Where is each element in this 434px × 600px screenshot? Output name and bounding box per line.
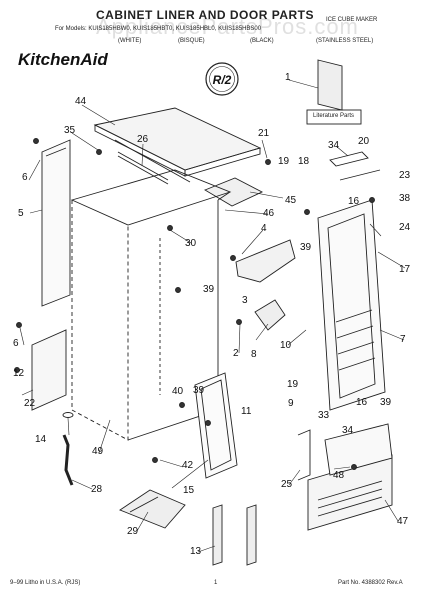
callout-6a[interactable]: 6: [22, 172, 28, 183]
r2-seal: R/2: [205, 62, 239, 96]
bin-stop: [254, 299, 286, 331]
ice-deflector: [235, 239, 296, 283]
callout-8[interactable]: 8: [251, 349, 257, 360]
lower-bracket: [297, 429, 311, 481]
callout-42[interactable]: 42: [182, 460, 194, 471]
callout-19a[interactable]: 19: [278, 156, 290, 167]
callout-49[interactable]: 49: [92, 446, 104, 457]
callout-39a[interactable]: 39: [300, 242, 312, 253]
callout-34a[interactable]: 34: [328, 140, 340, 151]
kick-plate: [324, 423, 393, 476]
toe-grille: [307, 454, 393, 531]
callout-18[interactable]: 18: [298, 156, 310, 167]
callout-44[interactable]: 44: [75, 96, 87, 107]
callout-38[interactable]: 38: [399, 193, 411, 204]
callout-20[interactable]: 20: [358, 136, 370, 147]
footer-part-number: Part No. 4388302 Rev.A: [338, 580, 403, 586]
callout-28[interactable]: 28: [91, 484, 103, 495]
r2-seal-text: R/2: [213, 73, 232, 87]
color-white: (WHITE): [118, 38, 142, 44]
page-title: CABINET LINER AND DOOR PARTS: [96, 8, 314, 22]
top-hinge: [329, 151, 381, 181]
callout-23[interactable]: 23: [399, 170, 411, 181]
rear-panel: [31, 329, 67, 411]
callout-15[interactable]: 15: [183, 485, 195, 496]
callout-21[interactable]: 21: [258, 128, 270, 139]
leveling-legs: [212, 504, 257, 566]
door-gasket-frame: [194, 372, 238, 479]
callout-45[interactable]: 45: [285, 195, 297, 206]
callout-33[interactable]: 33: [318, 410, 330, 421]
callout-29[interactable]: 29: [127, 526, 139, 537]
literature-parts-label: Literature Parts: [313, 113, 355, 119]
callout-19b[interactable]: 19: [287, 379, 299, 390]
callout-7[interactable]: 7: [400, 334, 406, 345]
callout-5[interactable]: 5: [18, 208, 24, 219]
color-stainless: (STAINLESS STEEL): [316, 38, 374, 44]
watermark: AppliancePartsPros.com: [96, 14, 359, 39]
callout-22[interactable]: 22: [24, 398, 36, 409]
callout-40[interactable]: 40: [172, 386, 184, 397]
callout-46[interactable]: 46: [263, 208, 275, 219]
callout-34b[interactable]: 34: [342, 425, 354, 436]
callout-26[interactable]: 26: [137, 134, 149, 145]
color-bisque: (BISQUE): [178, 38, 205, 44]
callout-39d[interactable]: 39: [380, 397, 392, 408]
callout-35[interactable]: 35: [64, 125, 76, 136]
hose-clamp: [62, 412, 74, 418]
literature-card: [306, 59, 362, 125]
callout-14[interactable]: 14: [35, 434, 47, 445]
insulation-sheet: [203, 177, 264, 207]
screws: [14, 138, 375, 470]
callout-47[interactable]: 47: [397, 516, 409, 527]
callout-11[interactable]: 11: [241, 406, 252, 417]
side-panel: [41, 139, 71, 307]
callout-24[interactable]: 24: [399, 222, 411, 233]
callout-30[interactable]: 30: [185, 238, 197, 249]
callout-1[interactable]: 1: [285, 72, 291, 83]
callout-39c[interactable]: 39: [193, 385, 205, 396]
drain-hose: [62, 434, 74, 486]
callout-25[interactable]: 25: [281, 479, 293, 490]
drain-pan: [119, 489, 186, 529]
kitchenaid-logo: KitchenAid: [18, 50, 108, 69]
callout-2[interactable]: 2: [233, 348, 239, 359]
callout-4[interactable]: 4: [261, 223, 267, 234]
callout-13[interactable]: 13: [190, 546, 202, 557]
leader-lines: [19, 79, 406, 553]
footer-litho: 9–99 Litho in U.S.A. (RJS): [10, 580, 81, 586]
callout-6b[interactable]: 6: [13, 338, 19, 349]
callout-16b[interactable]: 16: [356, 397, 368, 408]
callout-3[interactable]: 3: [242, 295, 248, 306]
color-black: (BLACK): [250, 38, 274, 44]
door-assembly: [317, 199, 386, 411]
callout-10[interactable]: 10: [280, 340, 292, 351]
product-subtitle: ICE CUBE MAKER: [326, 17, 378, 23]
gasket-strip: [117, 151, 169, 185]
callout-39b[interactable]: 39: [203, 284, 215, 295]
callout-17[interactable]: 17: [399, 264, 411, 275]
callout-12[interactable]: 12: [13, 368, 25, 379]
callout-16a[interactable]: 16: [348, 196, 360, 207]
top-panel: [93, 107, 262, 183]
footer-page-number: 1: [214, 580, 218, 586]
callout-48[interactable]: 48: [333, 470, 345, 481]
callout-9[interactable]: 9: [288, 398, 294, 409]
models-line: For Models: KUIS185HBW0, KUIS185HBT0, KU…: [55, 26, 262, 32]
